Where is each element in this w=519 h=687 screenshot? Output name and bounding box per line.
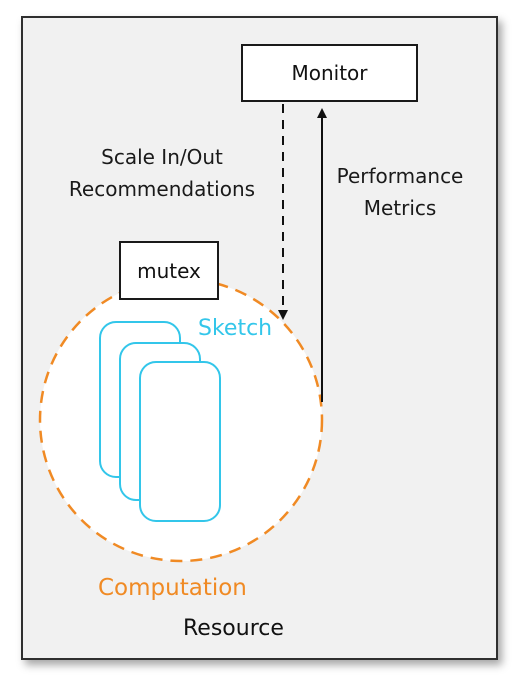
computation-label: Computation	[98, 575, 247, 601]
mutex-label: mutex	[137, 258, 201, 283]
metrics-label-line-2: Metrics	[363, 196, 437, 220]
recommendation-label-line-1: Scale In/Out	[101, 145, 223, 169]
metrics-label-line-1: Performance	[336, 164, 464, 188]
recommendation-edge-label: Scale In/Out Recommendations	[52, 141, 272, 205]
metrics-edge-label: Performance Metrics	[320, 160, 480, 224]
sketch-label: Sketch	[198, 316, 273, 341]
mutex-node: mutex	[119, 241, 219, 300]
monitor-node: Monitor	[241, 44, 418, 102]
recommendation-label-line-2: Recommendations	[68, 177, 256, 201]
resource-label: Resource	[183, 616, 284, 641]
sketch-card-front	[139, 361, 221, 522]
monitor-label: Monitor	[291, 61, 368, 85]
